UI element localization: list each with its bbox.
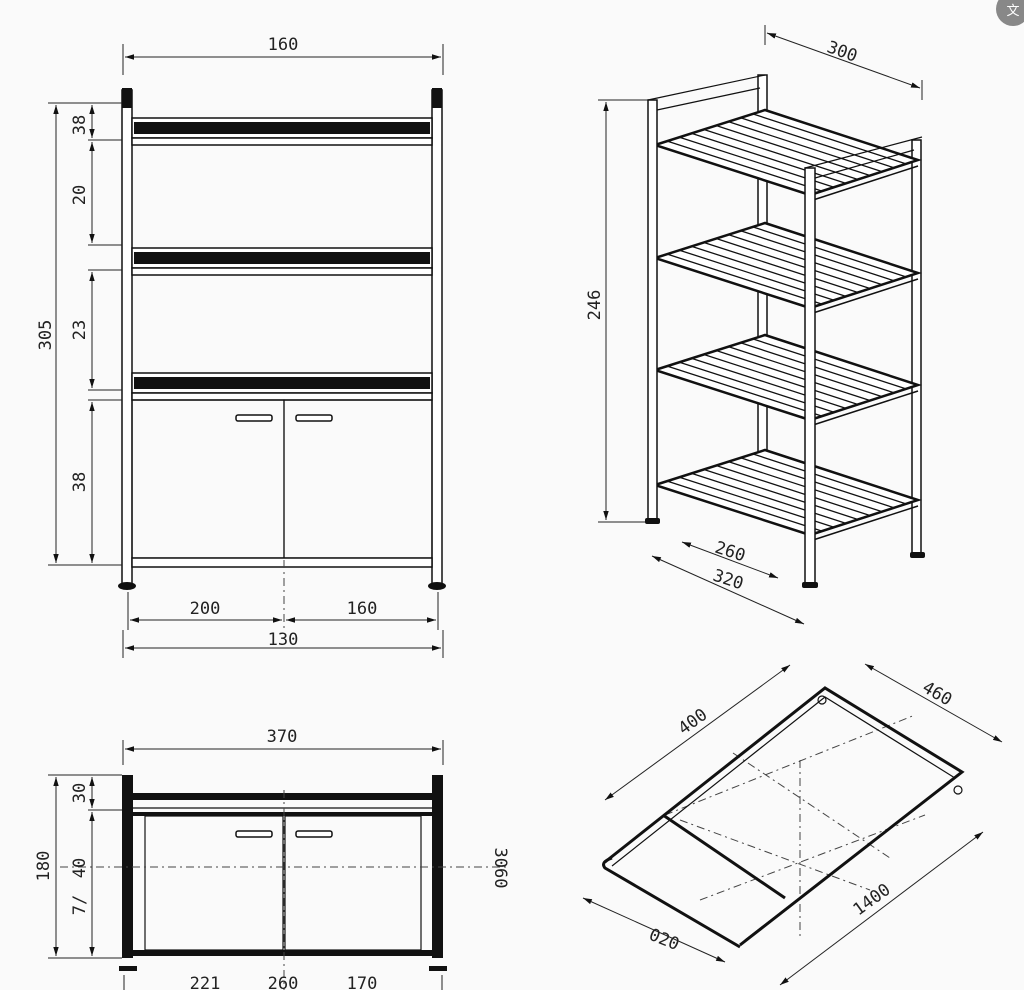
dim-label-top: 30 [70, 783, 90, 803]
cabinet-doors [131, 399, 433, 568]
dim-label-seg-1: 38 [70, 115, 90, 135]
shelf-3 [131, 372, 433, 401]
dim-label-height: 180 [34, 851, 54, 882]
dim-label-width-front: 020 [646, 925, 682, 955]
shelf-1 [131, 117, 433, 146]
translate-button[interactable]: 文 [996, 0, 1024, 26]
dim-label-center: 3060 [490, 848, 510, 889]
tray-view: 400 460 1400 020 [582, 663, 1003, 986]
dim-label-bottom-total: 130 [268, 630, 299, 650]
dim-label-depth: 300 [824, 37, 860, 66]
door-handle-left [235, 414, 273, 422]
dim-label-bottom-1: 221 [190, 974, 221, 990]
dim-label-width-right: 460 [919, 678, 956, 711]
front-view: 160 305 [36, 35, 446, 658]
door-handle-right [295, 414, 333, 422]
right-post [431, 89, 443, 586]
dim-label-bottom-right: 160 [347, 599, 378, 619]
wire-shelf-4 [650, 448, 923, 542]
dim-label-bottom-3: 170 [347, 974, 378, 990]
shelf-2 [131, 247, 433, 276]
dim-label-seg-2: 20 [70, 185, 90, 205]
left-post [121, 89, 133, 586]
foot-left [118, 582, 136, 590]
dim-label-width: 160 [268, 35, 299, 55]
perspective-view: 300 246 260 320 [585, 25, 925, 625]
dim-label-note: 7/ [70, 895, 90, 915]
dim-label-height: 305 [36, 320, 56, 351]
door-handle-right [295, 830, 333, 838]
dim-label-length-right: 1400 [850, 880, 895, 920]
wire-shelf-3 [650, 333, 923, 427]
translate-icon: 文 [1006, 3, 1020, 19]
dim-label-mid: 40 [70, 858, 90, 878]
dim-label-seg-3: 23 [70, 320, 90, 340]
door-handle-left [235, 830, 273, 838]
dim-label-length-left: 400 [675, 705, 712, 739]
foot-right [428, 582, 446, 590]
dim-label-inner-width: 260 [712, 538, 747, 567]
wire-shelf-2 [650, 221, 923, 315]
dim-label-seg-4: 38 [70, 472, 90, 492]
cabinet-view: 370 3060 180 30 40 7/ 221 260 170 [34, 727, 510, 990]
wire-shelf-1 [650, 108, 923, 202]
dim-label-bottom-left: 200 [190, 599, 221, 619]
dim-label-bottom-2: 260 [268, 974, 299, 990]
dim-label-height: 246 [585, 290, 605, 321]
dim-label-width: 370 [267, 727, 298, 747]
dim-label-outer-width: 320 [710, 566, 745, 595]
